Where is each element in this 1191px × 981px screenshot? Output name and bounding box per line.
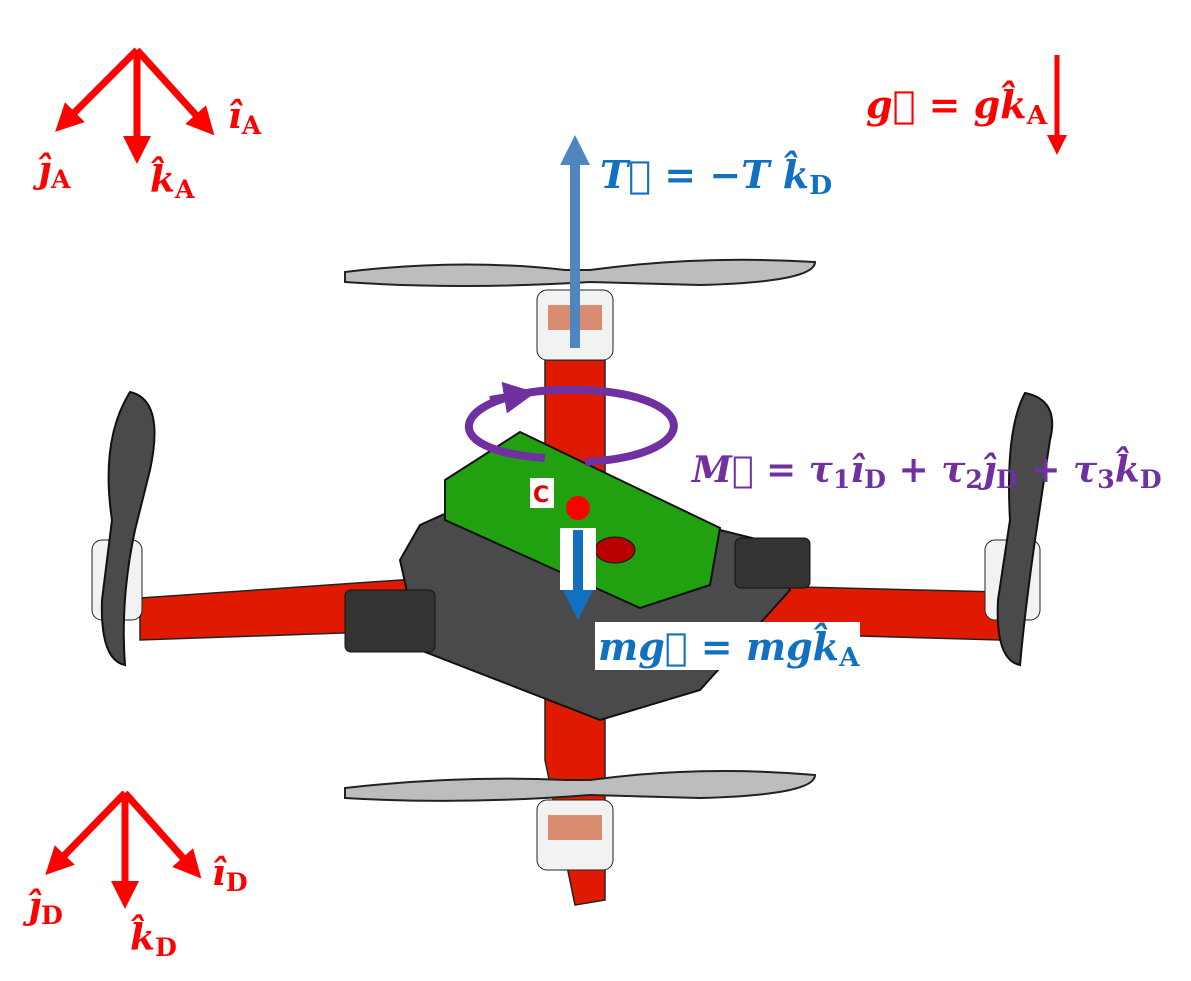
i-a-label: îA: [228, 95, 262, 140]
gravity-label: g⃗ = gk̂A: [866, 81, 1048, 131]
weight-label-bg: [595, 622, 860, 670]
center-of-mass-dot: [566, 496, 590, 520]
propeller-right: [996, 391, 1054, 667]
propeller-bottom: [344, 770, 817, 802]
j-d-label: ĵD: [22, 885, 63, 930]
weight-label: mg⃗ = mgk̂A: [598, 623, 860, 673]
esc-left: [344, 589, 436, 653]
propeller-left: [100, 390, 156, 667]
i-d-label: îD: [212, 852, 248, 897]
thrust-label: T⃗ = −T k̂D: [600, 151, 832, 201]
center-label: C: [533, 483, 549, 508]
center-label-bg: [530, 478, 554, 508]
i-a-arrow: [134, 47, 215, 136]
k-d-label: k̂D: [130, 914, 177, 962]
j-d-arrow: [45, 790, 128, 876]
j-a-arrow: [55, 47, 140, 132]
j-a-label: ĵA: [32, 149, 71, 194]
moment-arrowhead: [489, 381, 536, 414]
frame-a-axes: [55, 47, 215, 164]
esc-right: [734, 537, 811, 589]
moment-loop: [464, 385, 678, 466]
led-dome: [594, 536, 636, 564]
k-a-label: k̂A: [150, 156, 195, 204]
frame-d-axes: [45, 790, 202, 909]
i-d-arrow: [122, 790, 202, 879]
motor-bottom-coil: [548, 815, 602, 840]
battery-box: [444, 430, 722, 610]
moment-label: M⃗ = τ1îD + τ2ĵD + τ3k̂D: [690, 446, 1162, 494]
